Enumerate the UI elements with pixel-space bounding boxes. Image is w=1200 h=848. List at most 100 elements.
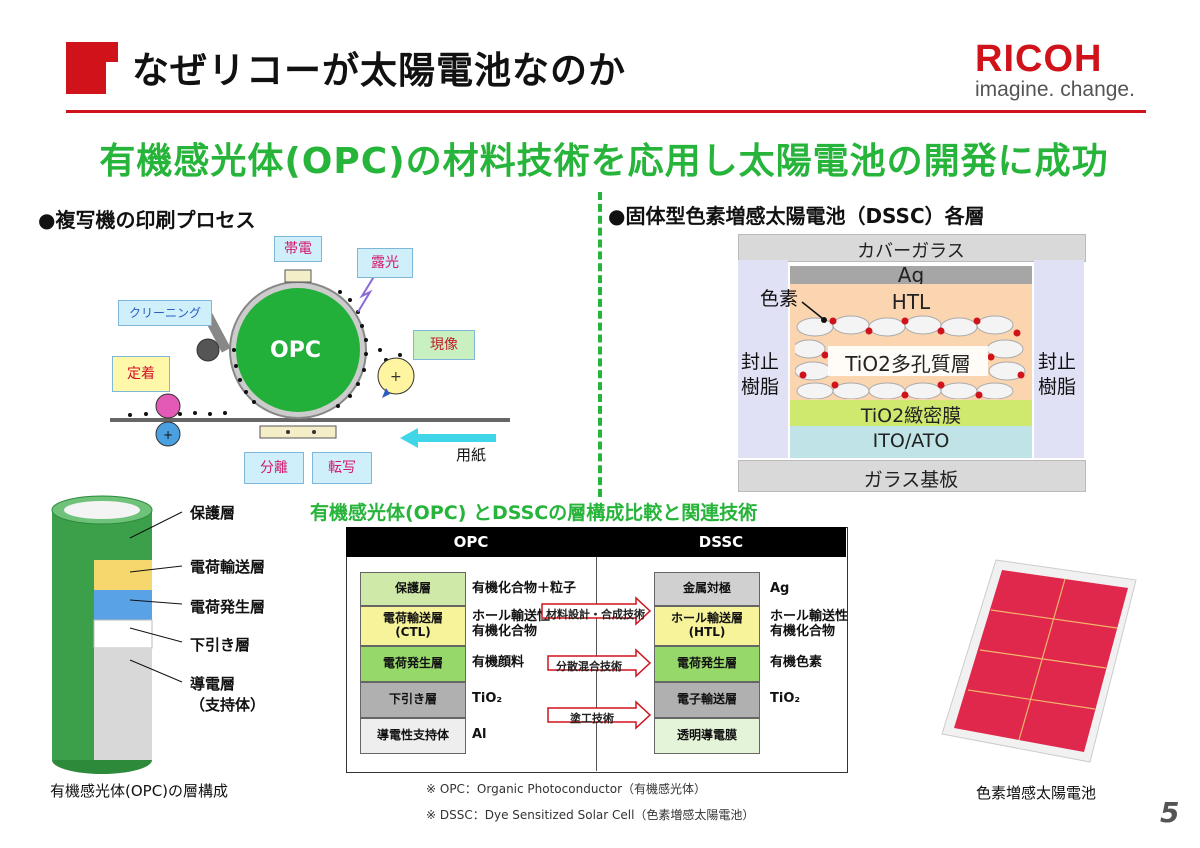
glass-substrate-layer bbox=[738, 460, 1086, 492]
ito-layer bbox=[790, 426, 1032, 458]
fixing-roller-top bbox=[155, 393, 181, 419]
cylinder-conductive bbox=[94, 648, 152, 760]
dssc-row-etl: 電子輸送層 bbox=[654, 682, 760, 718]
tio2-porous-label-bg bbox=[828, 346, 988, 376]
section-divider bbox=[598, 192, 602, 497]
dssc-row-etl-name: 電子輸送層 bbox=[676, 692, 737, 707]
tech-arrow-2 bbox=[547, 648, 652, 678]
charger bbox=[284, 269, 312, 283]
cover-glass-layer bbox=[738, 234, 1086, 262]
glass-substrate-label: ガラス基板 bbox=[863, 469, 959, 491]
opc-row-conductive: 導電性支持体 bbox=[360, 718, 466, 754]
svg-text:+: + bbox=[390, 369, 402, 385]
opc-drum bbox=[236, 288, 360, 412]
panel-caption: 色素増感太陽電池 bbox=[976, 784, 1097, 802]
header-accent-notch bbox=[106, 62, 118, 94]
ag-layer bbox=[790, 266, 1032, 284]
ricoh-logo: RICOH bbox=[975, 38, 1103, 80]
dssc-desc-etl: TiO₂ bbox=[770, 691, 801, 706]
seal-right-label: 封止 樹脂 bbox=[1038, 351, 1077, 398]
dssc-desc-cgl: 有機色素 bbox=[770, 655, 823, 670]
opc-desc-ctl: ホール輸送性 有機化合物 bbox=[472, 609, 551, 639]
tech-label-2: 分散混合技術 bbox=[556, 660, 622, 673]
opc-cylinder bbox=[51, 495, 153, 774]
header-rule bbox=[66, 110, 1146, 113]
label-paper: 用紙 bbox=[456, 446, 487, 464]
note-dssc: ※ DSSC：Dye Sensitized Solar Cell（色素増感太陽電… bbox=[426, 808, 755, 822]
cylinder-undercoat bbox=[93, 619, 153, 649]
layer-conductive: 導電層 （支持体） bbox=[190, 675, 266, 714]
cover-glass-label: カバーガラス bbox=[857, 241, 965, 262]
layer-cgl: 電荷発生層 bbox=[190, 598, 266, 616]
printing-process-title: ●複写機の印刷プロセス bbox=[38, 208, 256, 232]
transfer-unit bbox=[259, 425, 337, 439]
tech-label-3: 塗工技術 bbox=[570, 712, 614, 725]
dssc-layers-title: ●固体型色素増感太陽電池（DSSC）各層 bbox=[608, 204, 985, 228]
opc-row-protective-name: 保護層 bbox=[394, 581, 431, 596]
exposure-bolt bbox=[357, 269, 379, 313]
dssc-header: DSSC bbox=[596, 527, 846, 557]
label-charge: 帯電 bbox=[274, 236, 322, 262]
opc-header: OPC bbox=[346, 527, 596, 557]
dssc-row-htl: ホール輸送層 (HTL) bbox=[654, 606, 760, 646]
dssc-row-tco-name: 透明導電膜 bbox=[676, 728, 737, 743]
printing-process-diagram: + + bbox=[110, 269, 510, 448]
ag-label: Ag bbox=[897, 263, 925, 287]
label-fix: 定着 bbox=[112, 356, 170, 392]
dssc-panel-image bbox=[941, 559, 1137, 763]
htl-layer bbox=[790, 284, 1032, 400]
opc-row-cgl-name: 電荷発生層 bbox=[382, 656, 443, 671]
developer-arrow bbox=[382, 388, 390, 398]
note-opc: ※ OPC：Organic Photoconductor（有機感光体） bbox=[426, 782, 706, 796]
dssc-desc-htl: ホール輸送性 有機化合物 bbox=[770, 609, 849, 639]
dssc-row-cgl-name: 電荷発生層 bbox=[676, 656, 737, 671]
paper-arrow-head bbox=[400, 428, 418, 448]
cylinder-ctl bbox=[94, 560, 152, 590]
dssc-row-tco: 透明導電膜 bbox=[654, 718, 760, 754]
logo-tagline: imagine. change. bbox=[975, 78, 1135, 101]
seal-right-block bbox=[1034, 260, 1084, 458]
cylinder-caption: 有機感光体(OPC)の層構成 bbox=[50, 782, 229, 800]
fixing-roller-bottom bbox=[155, 421, 181, 447]
page-title: なぜリコーが太陽電池なのか bbox=[132, 49, 626, 92]
page-number: 5 bbox=[1160, 796, 1180, 829]
opc-desc-cgl: 有機顔料 bbox=[472, 655, 525, 670]
tio2-porous-label: TiO2多孔質層 bbox=[845, 352, 971, 376]
cleaning-roller bbox=[196, 338, 220, 362]
opc-row-cgl: 電荷発生層 bbox=[360, 646, 466, 682]
dssc-row-metal: 金属対極 bbox=[654, 572, 760, 606]
label-separate: 分離 bbox=[244, 452, 304, 484]
tech-arrows bbox=[541, 596, 652, 730]
htl-label: HTL bbox=[891, 290, 931, 314]
label-develop: 現像 bbox=[413, 330, 475, 360]
label-cleaning: クリーニング bbox=[118, 300, 212, 326]
paper-path bbox=[110, 418, 510, 422]
seal-left-block bbox=[738, 260, 788, 458]
opc-row-undercoat-name: 下引き層 bbox=[388, 692, 437, 707]
dssc-row-metal-name: 金属対極 bbox=[682, 581, 731, 596]
svg-text:+: + bbox=[163, 428, 173, 442]
layer-ctl: 電荷輸送層 bbox=[190, 558, 266, 576]
tech-arrow-3 bbox=[547, 700, 652, 730]
opc-desc-undercoat: TiO₂ bbox=[472, 691, 503, 706]
opc-desc-conductive: Al bbox=[472, 727, 487, 742]
dye-label: 色素 bbox=[760, 288, 799, 310]
dssc-row-htl-name: ホール輸送層 (HTL) bbox=[670, 611, 743, 639]
layer-undercoat: 下引き層 bbox=[190, 636, 251, 654]
opc-desc-protective: 有機化合物＋粒子 bbox=[472, 581, 577, 596]
dye-pointer bbox=[801, 301, 827, 323]
seal-left-label: 封止 樹脂 bbox=[741, 351, 780, 398]
tech-label-1: 材料設計・合成技術 bbox=[546, 608, 645, 621]
opc-row-conductive-name: 導電性支持体 bbox=[376, 728, 449, 743]
opc-row-undercoat: 下引き層 bbox=[360, 682, 466, 718]
cylinder-leader-lines bbox=[129, 511, 183, 683]
ito-label: ITO/ATO bbox=[872, 430, 950, 452]
opc-row-ctl: 電荷輸送層 (CTL) bbox=[360, 606, 466, 646]
comparison-title: 有機感光体(OPC) とDSSCの層構成比較と関連技術 bbox=[310, 502, 758, 524]
cylinder-cgl bbox=[94, 590, 152, 620]
label-exposure: 露光 bbox=[357, 248, 413, 278]
tio2-dense-label: TiO2緻密膜 bbox=[860, 405, 962, 427]
headline: 有機感光体(OPC)の材料技術を応用し太陽電池の開発に成功 bbox=[99, 141, 1109, 182]
tech-arrow-1 bbox=[541, 596, 652, 626]
dssc-row-cgl: 電荷発生層 bbox=[654, 646, 760, 682]
